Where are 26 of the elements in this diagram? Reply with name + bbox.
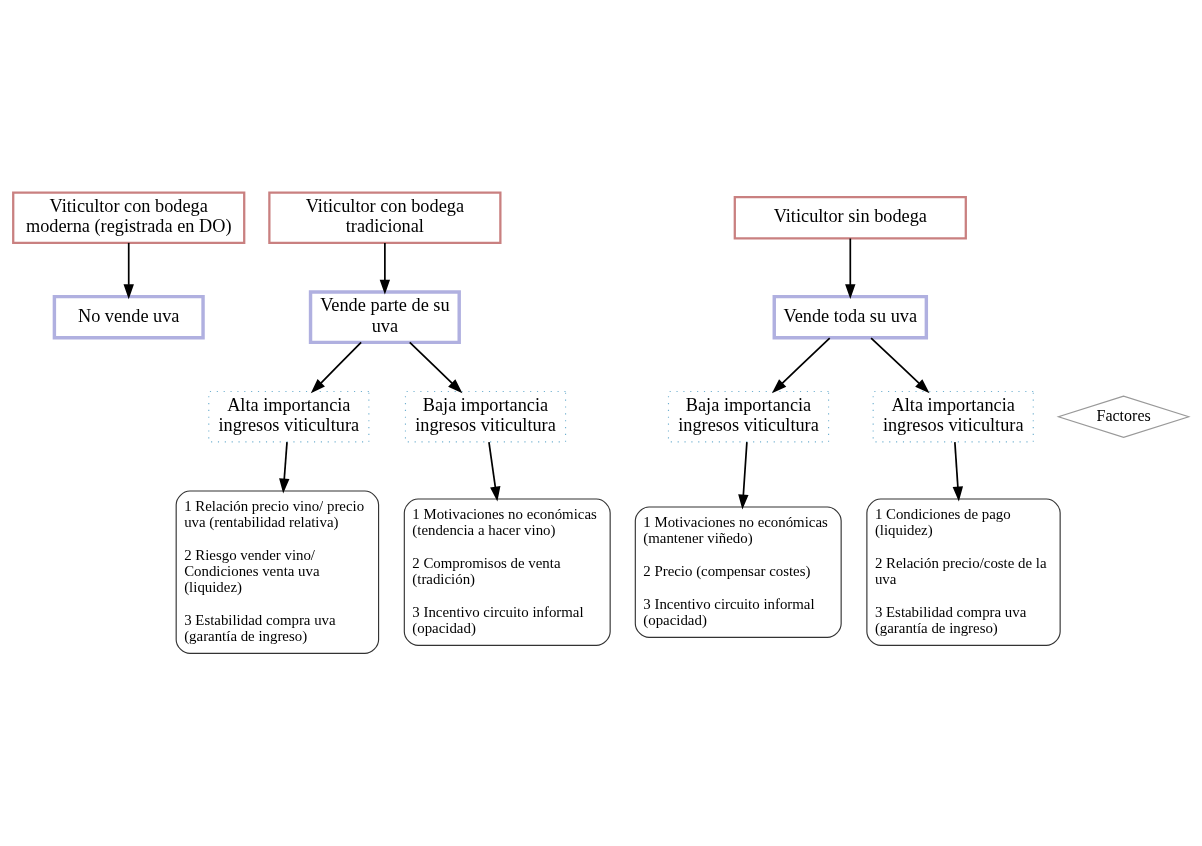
arrow <box>310 341 362 394</box>
node-box: Vende parte de su uva <box>308 290 461 345</box>
node-box: 1 Condiciones de pago (liquidez) 2 Relación precio/coste de la uva 3 Estabilidad compra uva (garantía de ingreso) <box>866 498 1061 646</box>
arrow <box>738 441 749 510</box>
node-box: Viticultor sin bodega <box>733 196 967 240</box>
arrow <box>408 341 463 394</box>
node-box: 1 Relación precio vino/ precio uva (rentabilidad relativa) 2 Riesgo vender vino/ Condiciones venta uva (liquidez) 3 Estabilidad compra uva (garantía de ingreso) <box>175 490 380 654</box>
node-box: Alta importancia ingresos viticultura <box>872 391 1034 443</box>
node-box: Viticultor con bodega tradicional <box>268 191 502 245</box>
node-box: Viticultor con bodega moderna (registrada en DO) <box>12 191 246 245</box>
arrow <box>952 441 964 502</box>
node-box: No vende uva <box>52 294 205 340</box>
node-box: Vende toda su uva <box>772 294 929 340</box>
node-box: Baja importancia ingresos viticultura <box>667 391 830 443</box>
node-box: Baja importancia ingresos viticultura <box>404 391 567 443</box>
arrow <box>845 237 856 300</box>
node-box: 1 Motivaciones no económicas (tendencia a hacer vino) 2 Compromisos de venta (tradición) 3 Incentivo circuito informal (opacidad) <box>403 498 611 646</box>
node-box: Alta importancia ingresos viticultura <box>208 391 370 443</box>
arrow <box>279 441 290 494</box>
node-box: 1 Motivaciones no económicas (mantener viñedo) 2 Precio (compensar costes) 3 Incentivo circuito informal (opacidad) <box>634 506 842 638</box>
arrow <box>488 441 501 502</box>
arrow <box>771 337 831 394</box>
arrow <box>379 242 391 295</box>
arrow <box>123 242 134 300</box>
node-diamond: Factores <box>1056 395 1191 438</box>
arrow <box>870 337 930 394</box>
